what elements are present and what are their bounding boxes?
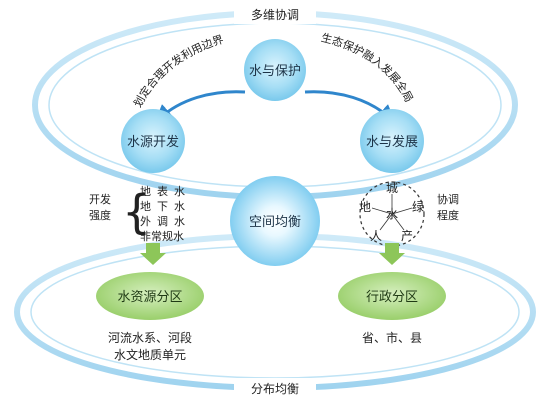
coordination-around-2: 绿 bbox=[412, 199, 424, 214]
arrow-to-water-source-dev bbox=[154, 90, 246, 123]
node-water-resource-zoning: 水资源分区 bbox=[96, 272, 204, 320]
green-arrow-left bbox=[140, 243, 166, 265]
green-arrow-right bbox=[379, 243, 405, 265]
arc-left-text: 划定合理开发利用边界 bbox=[131, 33, 225, 110]
intensity-item-4: 非常规水 bbox=[140, 229, 184, 243]
left-brace: { bbox=[122, 185, 151, 239]
node-water-development: 水与发展 bbox=[360, 109, 424, 173]
spoke-right bbox=[391, 207, 413, 215]
coordination-around-5: 地 bbox=[359, 200, 371, 214]
coordination-around-4: 人 bbox=[370, 229, 382, 243]
top-label-bg bbox=[234, 4, 316, 24]
node-water-protection: 水与保护 bbox=[244, 39, 306, 101]
node-water-source-dev-label: 水源开发 bbox=[127, 134, 179, 150]
spoke-down-left bbox=[379, 213, 393, 231]
node-water-resource-zoning-label: 水资源分区 bbox=[117, 290, 182, 305]
node-admin-zoning-label: 行政分区 bbox=[366, 290, 418, 305]
bottom-label-bg bbox=[234, 378, 316, 398]
spoke-down-right bbox=[391, 213, 405, 231]
node-water-source-dev: 水源开发 bbox=[121, 109, 185, 173]
node-water-protection-label: 水与保护 bbox=[249, 64, 301, 79]
intensity-label-line2: 强度 bbox=[89, 208, 111, 222]
arc-left-label: 划定合理开发利用边界 bbox=[131, 33, 225, 110]
node-spatial-balance-label: 空间均衡 bbox=[249, 215, 301, 230]
admin-detail: 省、市、县 bbox=[362, 330, 422, 345]
coordination-around-1: 城 bbox=[386, 181, 398, 195]
intensity-item-3: 外调水 bbox=[140, 215, 191, 228]
bottom-label: 分布均衡 bbox=[251, 382, 299, 396]
coordination-label-line1: 协调 bbox=[437, 192, 459, 206]
coordination-center: 水 bbox=[386, 207, 398, 221]
intensity-item-1: 地表水 bbox=[140, 184, 191, 198]
water-resource-detail-line1: 河流水系、河段 bbox=[108, 330, 192, 345]
coordination-around-3: 产 bbox=[401, 229, 413, 243]
water-resource-detail-line2: 水文地质单元 bbox=[114, 347, 186, 362]
spoke-left bbox=[371, 207, 393, 215]
node-water-development-label: 水与发展 bbox=[366, 134, 418, 150]
coordination-label-line2: 程度 bbox=[437, 208, 459, 222]
intensity-item-2: 地下水 bbox=[140, 200, 191, 213]
top-label: 多维协调 bbox=[251, 7, 299, 22]
development-intensity: 开发 强度 { 地表水 地下水 外调水 非常规水 bbox=[89, 184, 191, 243]
node-admin-zoning: 行政分区 bbox=[338, 272, 446, 320]
intensity-label-line1: 开发 bbox=[89, 192, 111, 206]
node-spatial-balance: 空间均衡 bbox=[230, 176, 320, 266]
